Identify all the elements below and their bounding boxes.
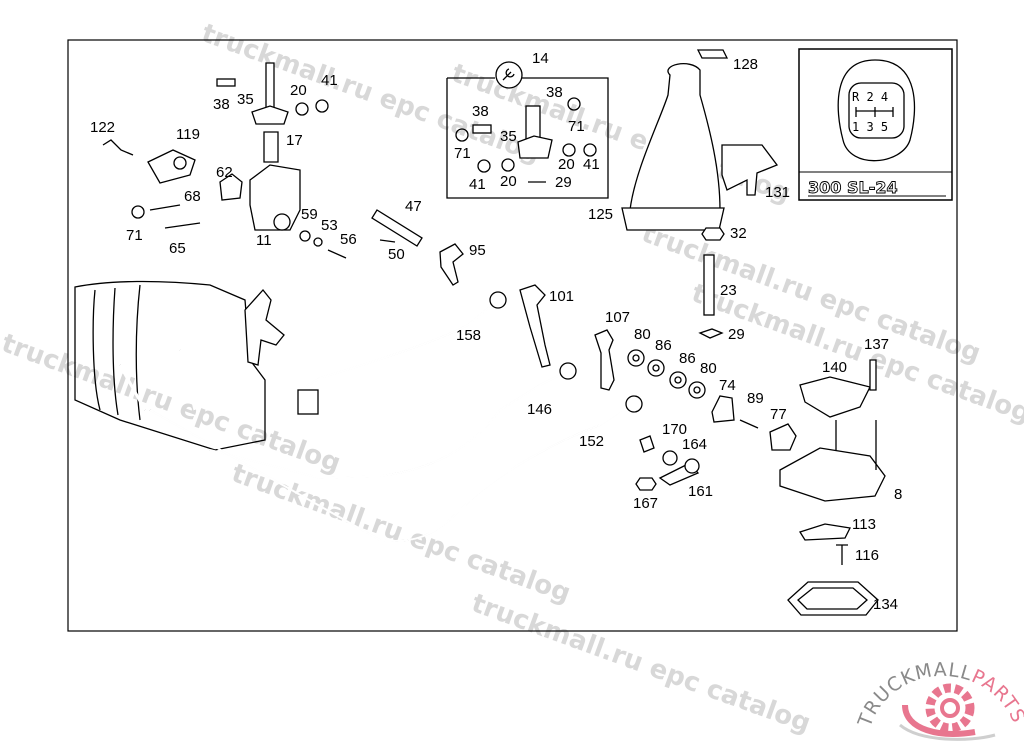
part-label[interactable]: 113 [852,516,876,533]
part-label[interactable]: 23 [720,282,737,299]
part-label[interactable]: 152 [579,433,604,450]
part-label[interactable]: 14 [532,50,549,67]
shift-pattern-inset: R 2 4 1 3 5 300 SL-24 [798,48,953,201]
part-label[interactable]: 17 [286,132,303,149]
part-label[interactable]: 131 [765,184,790,201]
watermark: truckmall.ru epc catalog [468,588,815,739]
part-label[interactable]: 68 [184,188,201,205]
part-label[interactable]: 80 [634,326,651,343]
part-label[interactable]: 38 [472,103,489,120]
part-label[interactable]: 56 [340,231,357,248]
part-label[interactable]: 80 [700,360,717,377]
part-label[interactable]: 41 [469,176,486,193]
part-label[interactable]: 71 [568,118,585,135]
part-label[interactable]: 125 [588,206,613,223]
shift-lever-kit-inset [446,61,609,199]
part-label[interactable]: 137 [864,336,889,353]
part-label[interactable]: 134 [873,596,898,613]
parts-shapes [102,49,886,616]
part-label[interactable]: 116 [855,547,879,564]
transmission [74,280,285,451]
part-label[interactable]: 38 [546,84,563,101]
part-label[interactable]: 71 [126,227,143,244]
part-label[interactable]: 32 [730,225,747,242]
part-label[interactable]: 11 [256,232,272,249]
part-label[interactable]: 86 [655,337,672,354]
logo-text-pink: PARTS [968,665,1024,726]
part-label[interactable]: 29 [728,326,745,343]
part-label[interactable]: 20 [500,173,517,190]
part-label[interactable]: 50 [388,246,405,263]
part-label[interactable]: 158 [456,327,481,344]
part-label[interactable]: 71 [454,145,471,162]
part-label[interactable]: 101 [549,288,574,305]
watermark: truckmall.ru epc catalog [0,328,344,479]
part-label[interactable]: 8 [894,486,902,503]
part-labels: 14 128 38 35 20 41 17 122 119 62 68 71 6… [90,50,902,613]
part-label[interactable]: 140 [822,359,847,376]
part-label[interactable]: 41 [583,156,600,173]
model-badge: 300 SL-24 [808,178,898,197]
part-label[interactable]: 38 [213,96,230,113]
shift-pattern-top: R 2 4 [852,90,888,104]
part-label[interactable]: 122 [90,119,115,136]
part-label[interactable]: 74 [719,377,736,394]
part-label[interactable]: 20 [558,156,575,173]
part-label[interactable]: 35 [237,91,254,108]
part-label[interactable]: 161 [688,483,713,500]
part-label[interactable]: 119 [176,126,200,143]
part-label[interactable]: 170 [662,421,687,438]
shift-rods [149,291,643,542]
part-label[interactable]: 62 [216,164,233,181]
part-label[interactable]: 128 [733,56,758,73]
part-label[interactable]: 53 [321,217,338,234]
part-label[interactable]: 35 [500,128,517,145]
part-label[interactable]: 95 [469,242,486,259]
part-label[interactable]: 47 [405,198,422,215]
part-label[interactable]: 167 [633,495,658,512]
part-label[interactable]: 89 [747,390,764,407]
part-label[interactable]: 77 [770,406,787,423]
part-label[interactable]: 86 [679,350,696,367]
part-label[interactable]: 107 [605,309,630,326]
part-label[interactable]: 164 [682,436,707,453]
truckmall-parts-logo: TRUCKMALLPARTS [853,659,1024,741]
part-label[interactable]: 59 [301,206,318,223]
diagram-frame [67,39,958,632]
part-label[interactable]: 29 [555,174,572,191]
part-label[interactable]: 20 [290,82,307,99]
shift-pattern-bottom: 1 3 5 [852,120,888,134]
watermark: truckmall.ru epc catalog [228,458,575,609]
part-label[interactable]: 65 [169,240,186,257]
part-label[interactable]: 146 [527,401,552,418]
part-label[interactable]: 41 [321,72,338,89]
